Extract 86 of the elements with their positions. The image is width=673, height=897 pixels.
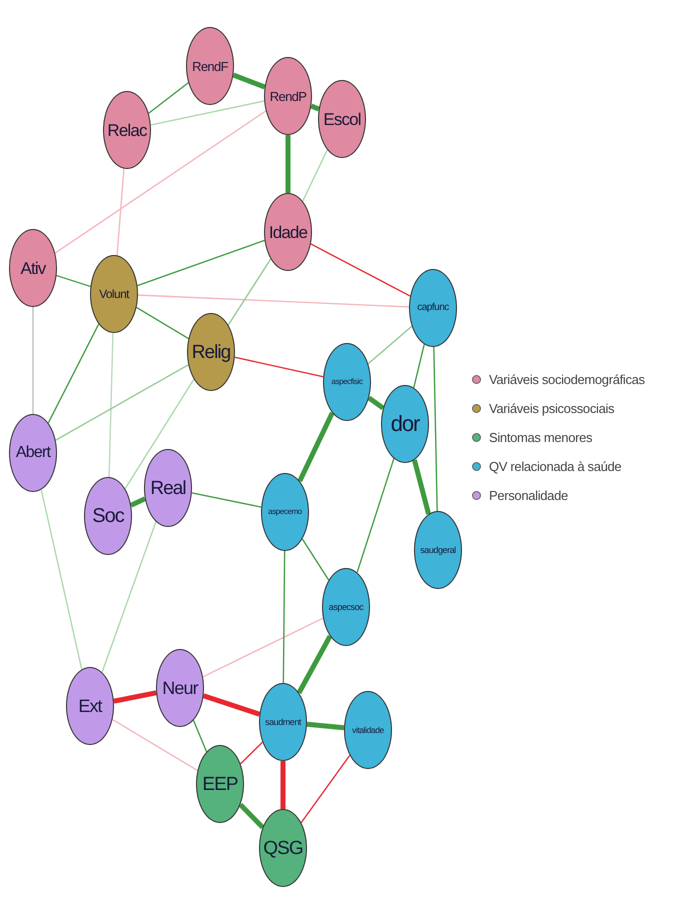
node-label: dor — [390, 413, 420, 435]
edge-line — [356, 458, 394, 573]
edge-line — [101, 522, 157, 672]
edge-line — [367, 396, 385, 410]
edge-line — [297, 412, 335, 482]
node-label: aspecfisic — [331, 378, 363, 386]
edge-line — [286, 135, 290, 193]
node-label: capfunc — [417, 303, 449, 313]
edge-line — [192, 720, 208, 752]
node-label: Relig — [192, 342, 230, 362]
node-ellipse — [196, 745, 244, 823]
node-ellipse — [318, 80, 366, 158]
node-label: saudgeral — [420, 546, 456, 554]
node-label: Ativ — [20, 260, 46, 276]
edge-line — [54, 110, 266, 254]
node-label: Relac — [107, 122, 147, 138]
edge-line — [113, 690, 157, 704]
node-ellipse — [264, 193, 312, 271]
node-ellipse — [66, 667, 114, 745]
node-label: Neur — [162, 679, 198, 697]
edge-line — [238, 802, 264, 830]
node-label: QSG — [263, 838, 303, 858]
legend-label: QV relacionada à saúde — [489, 458, 622, 475]
edge-line — [150, 100, 264, 126]
edge-line — [192, 492, 262, 508]
node-label: EEP — [202, 774, 238, 794]
edge-line — [413, 344, 425, 388]
edge-line — [148, 82, 189, 114]
node-label: aspecemo — [268, 508, 302, 516]
edge-line — [202, 618, 324, 678]
edge-line — [137, 240, 265, 286]
node-label: Abert — [16, 445, 50, 461]
edge-line — [302, 150, 328, 202]
edge-line — [56, 274, 91, 288]
edge-line — [55, 364, 189, 441]
edge-line — [124, 378, 194, 490]
legend-label: Personalidade — [489, 487, 568, 504]
node-label: Idade — [268, 224, 308, 240]
node-ellipse — [186, 27, 234, 105]
edge-line — [32, 307, 34, 414]
node-label: vitalidade — [352, 726, 384, 734]
node-ellipse — [381, 385, 429, 463]
node-label: Real — [150, 478, 186, 498]
edge-line — [234, 356, 324, 378]
node-label: Volunt — [99, 288, 129, 300]
node-label: saudment — [265, 718, 301, 726]
edge-line — [300, 754, 350, 824]
legend-label: Variáveis psicossociais — [489, 400, 614, 417]
edge-line — [302, 538, 330, 580]
edge-line — [116, 168, 125, 256]
node-label: Escol — [323, 110, 361, 128]
edge-line — [130, 496, 146, 508]
node-label: Soc — [92, 506, 124, 526]
edge-line — [310, 243, 410, 297]
node-ellipse — [156, 649, 204, 727]
edge-line — [108, 332, 114, 478]
legend-label: Sintomas menores — [489, 429, 592, 446]
edge-line — [48, 324, 100, 424]
node-ellipse — [259, 683, 307, 761]
edge-line — [40, 489, 82, 670]
edge-line — [296, 634, 332, 694]
edge-line — [310, 104, 320, 112]
edge-line — [368, 326, 412, 364]
edge-line — [138, 294, 410, 308]
edge-line — [228, 258, 272, 326]
node-label: RendP — [270, 90, 306, 102]
node-ellipse — [323, 343, 371, 421]
edge-line — [112, 718, 198, 772]
edge-line — [306, 722, 344, 730]
edge-line — [412, 459, 432, 515]
edge-line — [280, 761, 286, 809]
edge-line — [232, 72, 266, 90]
node-label: aspecsoc — [328, 602, 364, 612]
edge-line — [282, 550, 286, 684]
node-ellipse — [9, 414, 57, 492]
node-label: Ext — [78, 697, 102, 715]
node-ellipse — [322, 568, 370, 646]
edge-line — [202, 693, 260, 717]
node-ellipse — [144, 449, 192, 527]
node-ellipse — [90, 255, 138, 333]
node-label: RendF — [192, 60, 228, 72]
edge-line — [433, 346, 438, 512]
edge-line — [136, 306, 189, 340]
node-ellipse — [261, 473, 309, 551]
edge-line — [240, 742, 263, 764]
legend-label: Variáveis sociodemográficas — [489, 371, 645, 388]
